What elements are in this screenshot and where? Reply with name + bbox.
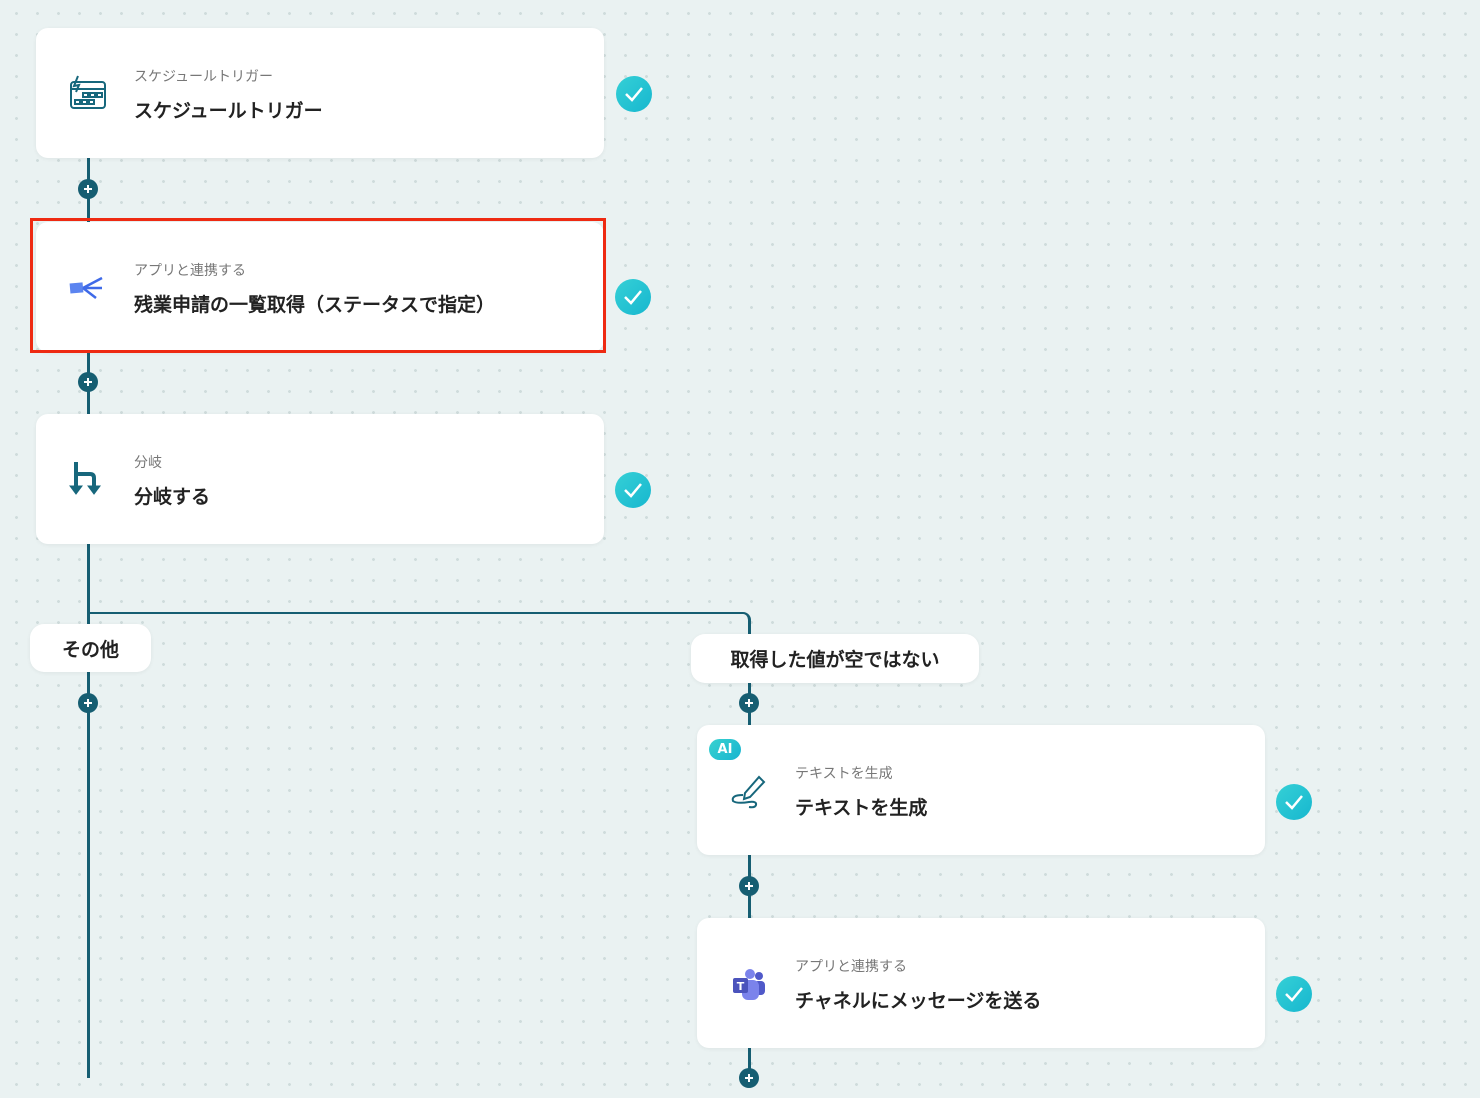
branch-icon xyxy=(68,460,108,500)
add-step-button[interactable] xyxy=(739,876,759,896)
check-icon xyxy=(615,279,651,315)
connector-branch-corner xyxy=(738,612,751,624)
node-type-label: 分岐 xyxy=(134,455,162,471)
add-step-button[interactable] xyxy=(78,372,98,392)
connector-branch-horizontal xyxy=(87,612,743,614)
node-type-label: アプリと連携する xyxy=(795,959,907,975)
add-step-button[interactable] xyxy=(78,693,98,713)
add-step-button[interactable] xyxy=(739,1068,759,1088)
node-schedule-trigger[interactable]: スケジュールトリガー スケジュールトリガー xyxy=(36,28,604,158)
node-teams-message[interactable]: T アプリと連携する チャネルにメッセージを送る xyxy=(697,918,1265,1048)
pen-icon xyxy=(729,771,769,811)
check-icon xyxy=(1276,976,1312,1012)
node-type-label: テキストを生成 xyxy=(795,766,893,782)
add-step-button[interactable] xyxy=(739,693,759,713)
selection-highlight xyxy=(30,218,606,353)
add-step-button[interactable] xyxy=(78,179,98,199)
connector-main xyxy=(87,158,90,1078)
branch-label-other[interactable]: その他 xyxy=(30,624,151,672)
node-title: スケジュールトリガー xyxy=(134,100,323,122)
check-icon xyxy=(616,76,652,112)
check-icon xyxy=(615,472,651,508)
node-generate-text[interactable]: AI テキストを生成 テキストを生成 xyxy=(697,725,1265,855)
node-type-label: スケジュールトリガー xyxy=(134,69,274,85)
teams-icon: T xyxy=(729,964,769,1004)
ai-badge: AI xyxy=(709,739,741,760)
calendar-trigger-icon xyxy=(68,74,108,114)
node-title: 分岐する xyxy=(134,486,211,508)
node-branch[interactable]: 分岐 分岐する xyxy=(36,414,604,544)
svg-text:T: T xyxy=(737,980,745,993)
app-logo-icon xyxy=(68,268,108,308)
node-title: チャネルにメッセージを送る xyxy=(795,990,1042,1012)
node-title: テキストを生成 xyxy=(795,797,928,819)
node-overtime-list[interactable]: アプリと連携する 残業申請の一覧取得（ステータスで指定） xyxy=(36,222,604,352)
node-title: 残業申請の一覧取得（ステータスで指定） xyxy=(134,294,496,316)
node-type-label: アプリと連携する xyxy=(134,263,246,279)
check-icon xyxy=(1276,784,1312,820)
branch-label-not-empty[interactable]: 取得した値が空ではない xyxy=(691,634,979,683)
